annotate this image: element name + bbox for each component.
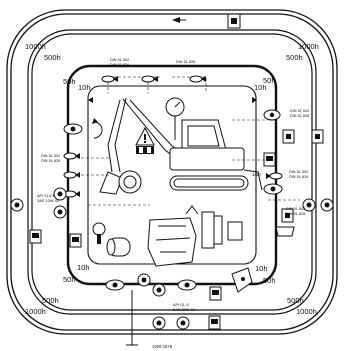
engine-illustration: [147, 205, 243, 267]
fuel-pump-icon: [29, 229, 42, 244]
ref-left-1: DIN 51 502: [41, 154, 60, 158]
cylinder-icon: [275, 226, 295, 237]
ring-label-10-top-left: 10h: [78, 83, 91, 92]
grease-nipple-icon: [266, 172, 283, 180]
fuel-pump-icon: [263, 152, 276, 167]
ref-top-left-1: DIN 51 502: [110, 58, 129, 62]
filter-icon: [320, 198, 334, 212]
inspection-symbols: [63, 109, 283, 291]
oil-can-icon: [282, 129, 295, 144]
ref-bottom-1: API GL-5: [173, 303, 189, 307]
ring-label-500-bottom-right: 500h: [287, 296, 304, 305]
grease-nipple-icon: [189, 75, 206, 83]
ref-top-right: DIN 51 826: [176, 60, 195, 64]
eye-icon: [105, 279, 125, 291]
excavator-illustration: [99, 97, 263, 195]
ref-left-low-1: API SL/CF: [37, 194, 56, 198]
oil-can-icon: [227, 13, 241, 29]
filter-icon: [302, 198, 316, 212]
grease-nipple-icon: [63, 152, 80, 160]
ring-label-10-top-right: 10h: [254, 83, 267, 92]
ref-right-top-1: DIN 51 502: [290, 109, 309, 113]
battery-illustration: [106, 237, 131, 257]
ref-left-2: DIN 51 826: [41, 159, 60, 163]
rotate-icon: [92, 118, 103, 139]
ring-label-500-top-right: 500h: [286, 53, 303, 62]
eye-icon: [63, 123, 83, 135]
ring-label-50-bottom-left: 50h: [63, 275, 76, 284]
filter-icon: [152, 316, 166, 330]
arrow-marker-icon: [88, 17, 257, 103]
oil-can-icon: [311, 129, 324, 144]
filter-icon: [176, 316, 190, 330]
ref-right-low-1: DIN 51 502: [286, 207, 305, 211]
ring-label-50-top-left: 50h: [63, 77, 76, 86]
filter-icon: [10, 198, 24, 212]
ref-right-mid-2: DIN 51 826: [289, 175, 308, 179]
fuel-pump-icon: [69, 233, 82, 248]
ref-right-mid-1: DIN 51 502: [289, 170, 308, 174]
eye-icon: [263, 109, 281, 121]
check-symbols: [10, 97, 334, 330]
filter-icon: [53, 205, 67, 219]
ring-label-10-bottom-left: 10h: [77, 263, 90, 272]
ref-top-left-2: DIN 51 826: [110, 63, 129, 67]
ref-bottom-2: SAE 80W-90: [173, 308, 195, 312]
ring-label-10-bottom-right: 10h: [255, 264, 268, 273]
bracket-icon: [231, 267, 253, 293]
ring-label-500-top-left: 500h: [44, 53, 61, 62]
ring-label-500-bottom-left: 500h: [42, 296, 59, 305]
ref-left-low-2: SAE 10W-40: [37, 199, 59, 203]
oil-can-icon: [281, 208, 294, 223]
grease-nipple-icon: [141, 75, 158, 83]
grease-nipple-icon: [63, 171, 80, 179]
gauge-icon: [118, 170, 142, 194]
eye-icon: [177, 279, 197, 291]
ring-label-50-bottom-right: 50h: [263, 276, 276, 285]
filter-icon: [53, 187, 67, 201]
ring-label-1000-bottom-left: 1000h: [25, 307, 46, 316]
figure-number: 1000-1579: [152, 344, 173, 349]
gauge-icon: [165, 97, 185, 117]
grease-points: [63, 75, 283, 198]
filter-icon: [137, 273, 151, 287]
ring-label-1000-top-right: 1000h: [298, 42, 319, 51]
ref-ratio: 1/10: [252, 172, 261, 177]
ring-label-50-top-right: 50h: [263, 76, 276, 85]
ring-label-1000-bottom-right: 1000h: [296, 307, 317, 316]
grease-nipple-icon: [101, 75, 118, 83]
fuel-pump-icon: [209, 286, 222, 301]
filter-icon: [152, 283, 166, 297]
eye-icon: [263, 183, 283, 195]
fluid-symbols: [29, 13, 324, 330]
fuel-pump-icon: [208, 315, 221, 330]
ref-right-low-2: DIN 51 826: [286, 212, 305, 216]
reference-labels: DIN 51 502 DIN 51 826 DIN 51 826 DIN 51 …: [37, 58, 309, 349]
wrench-icon: [92, 222, 106, 244]
ref-right-top-2: DIN 51 826: [290, 114, 309, 118]
ring-label-1000-top-left: 1000h: [25, 42, 46, 51]
